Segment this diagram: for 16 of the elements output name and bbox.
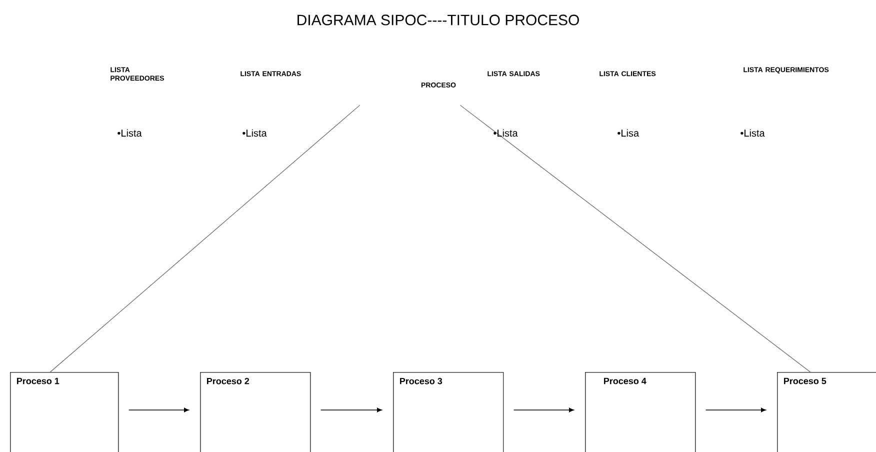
process-box: Proceso 2 [200,372,311,452]
list-item: •Lista [242,129,267,137]
list-item: •Lisa [618,129,640,137]
arrow [705,408,766,412]
arrow [320,408,382,412]
process-box: Proceso 3 [393,372,504,452]
process-box: Proceso 1 [10,372,119,452]
list-item: •Lista [740,129,765,137]
connector-line [50,104,360,372]
title: DIAGRAMA SIPOC----TITULO PROCESO [298,14,579,26]
arrow [128,408,189,412]
arrow [513,408,574,412]
list-item: •Lista [118,129,142,137]
connector-line [460,104,811,372]
process-box: Proceso 4 [585,372,696,452]
process-box: Proceso 5 [777,372,876,452]
